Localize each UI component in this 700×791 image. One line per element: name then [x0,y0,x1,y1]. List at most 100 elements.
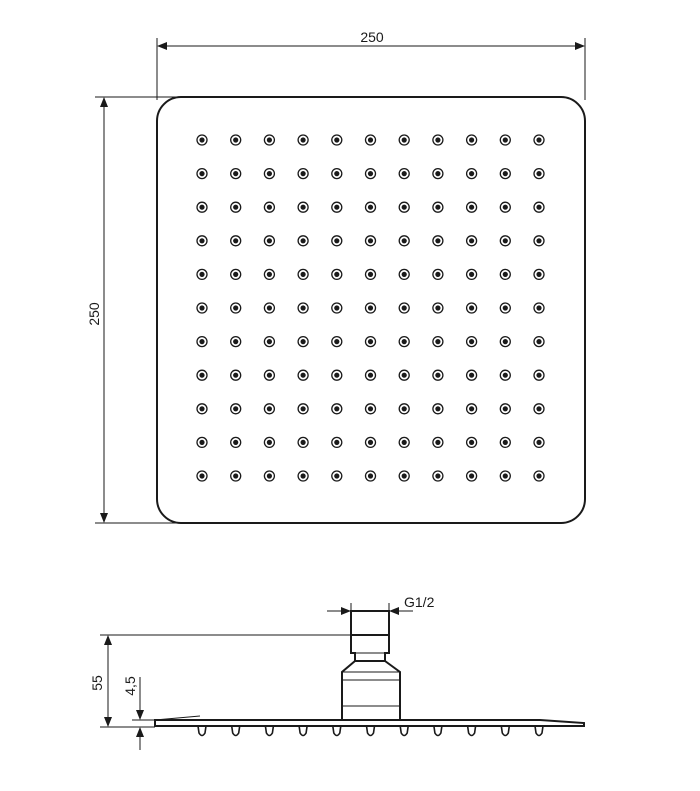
nozzle [533,369,545,381]
nozzle [499,403,511,415]
height-label: 250 [86,302,102,326]
nozzle [465,369,478,381]
nozzle [465,335,478,348]
nozzle [533,403,545,415]
nozzle [398,201,410,213]
nozzle [499,235,511,247]
nozzle [263,436,276,449]
nozzle [432,335,444,348]
nozzle [533,201,545,213]
nozzle [331,369,343,381]
nozzle [297,436,309,449]
nozzle [432,167,444,180]
width-dimension: 250 [156,29,586,100]
nozzle [364,470,377,482]
nozzle [465,302,478,314]
nozzle [364,268,377,281]
nozzle [499,470,511,482]
nozzle [465,470,478,482]
nozzle [230,335,242,348]
total-height-label: 55 [89,675,105,691]
nozzle [263,369,276,381]
nozzle [196,302,208,314]
nozzle [331,470,343,482]
nozzle [465,235,478,247]
nozzle [499,436,511,449]
nozzle [331,235,343,247]
nozzle [297,470,309,482]
nozzle [499,134,511,146]
nozzle [263,201,276,213]
nozzle [432,369,444,381]
plate-profile [154,719,585,727]
nozzle [364,201,377,213]
top-view: 250 250 [86,29,586,524]
nozzle [533,436,545,449]
side-nozzle-tip [466,725,477,737]
total-height-dimension: 55 [89,634,351,728]
side-nozzle-tip [500,725,511,737]
nozzle [196,470,208,482]
nozzle [398,335,410,348]
side-nozzle-tip [399,725,409,737]
nozzle [465,268,478,281]
side-nozzle-tip [365,725,376,737]
width-label: 250 [360,29,384,45]
nozzle-grid [196,134,545,482]
connector-fitting [341,610,401,721]
nozzle [499,302,511,314]
side-nozzle-tip [298,725,308,737]
nozzle [465,403,478,415]
nozzle [297,302,309,314]
plate-thickness-dimension: 4,5 [122,676,155,750]
nozzle [432,470,444,482]
nozzle [297,335,309,348]
nozzle [230,470,242,482]
nozzle [230,235,242,247]
nozzle [263,235,276,247]
nozzle [230,201,242,213]
nozzle [230,436,242,449]
nozzle [196,235,208,247]
nozzle [196,335,208,348]
nozzle [432,201,444,213]
side-nozzle-tip [197,725,207,737]
nozzle [263,470,276,482]
nozzle [263,268,276,281]
nozzle [331,134,343,146]
nozzle [465,167,478,180]
nozzle [364,302,377,314]
nozzle [533,302,545,314]
nozzle [263,403,276,415]
nozzle [196,369,208,381]
nozzle [230,134,242,146]
nozzle [432,268,444,281]
nozzle [499,268,511,281]
side-view: G1/2 55 4,5 [89,594,585,750]
nozzle [263,335,276,348]
nozzle [196,167,208,180]
nozzle [196,436,208,449]
nozzle [230,403,242,415]
side-nozzle-tip [534,725,544,737]
nozzle [432,134,444,146]
nozzle [331,335,343,348]
nozzle [196,268,208,281]
side-nozzle-tip [230,725,241,737]
nozzle [364,436,377,449]
nozzle [331,201,343,213]
nozzle [465,134,478,146]
nozzle [533,335,545,348]
nozzle [533,268,545,281]
nozzle [230,369,242,381]
nozzle [465,201,478,213]
nozzle [297,268,309,281]
nozzle [398,403,410,415]
nozzle [263,167,276,180]
nozzle [331,403,343,415]
nozzle [331,436,343,449]
nozzle [533,470,545,482]
nozzle [499,335,511,348]
nozzle [432,302,444,314]
side-nozzle-tip [433,725,443,737]
